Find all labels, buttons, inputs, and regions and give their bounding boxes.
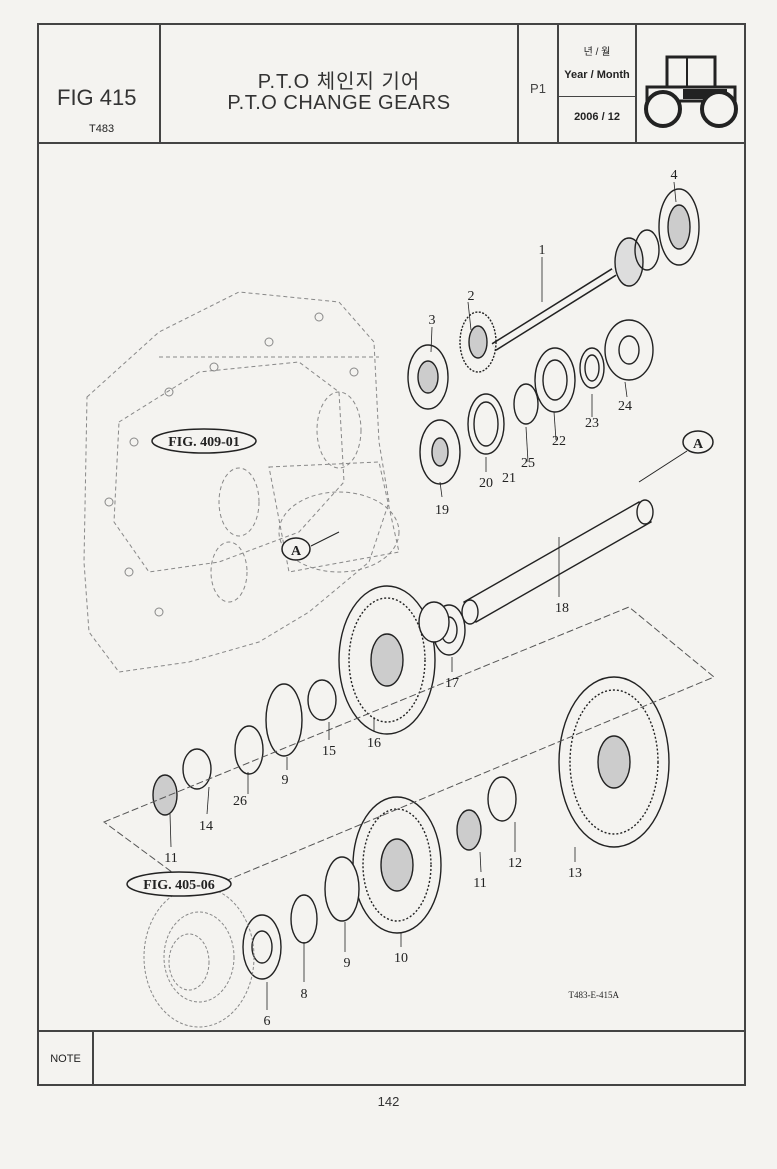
- marker-a-right: A: [638, 430, 714, 483]
- main-shaft: [432, 499, 654, 656]
- divider: [559, 96, 635, 97]
- callout-8: 8: [301, 987, 308, 1002]
- transmission-housing: [83, 291, 400, 673]
- ref-fig-409: FIG. 409-01: [151, 428, 257, 454]
- housing-bolts: [104, 312, 359, 617]
- model-code: T483: [89, 123, 115, 135]
- clutch-pack: [143, 886, 255, 1028]
- page-number: 142: [377, 1094, 400, 1109]
- revision-date: 2006 / 12: [574, 111, 620, 123]
- note-label: NOTE: [39, 1032, 94, 1086]
- svg-text:A: A: [693, 437, 704, 452]
- fig-number: FIG 415: [57, 85, 137, 110]
- fig-cell: FIG 415 T483: [39, 25, 161, 142]
- parts-sheet: FIG 415 T483 P.T.O 체인지 기어 P.T.O CHANGE G…: [37, 23, 746, 1086]
- svg-text:A: A: [291, 544, 302, 559]
- callout-14: 14: [199, 819, 213, 834]
- callout-11b: 11: [473, 876, 486, 891]
- title-english: P.T.O CHANGE GEARS: [227, 92, 451, 114]
- callout-10: 10: [394, 951, 408, 966]
- callout-9b: 9: [344, 956, 351, 971]
- page-code-cell: P1: [519, 25, 559, 142]
- title-cell: P.T.O 체인지 기어 P.T.O CHANGE GEARS: [161, 25, 519, 142]
- note-box: NOTE: [39, 1030, 744, 1086]
- callout-17: 17: [445, 676, 459, 691]
- callout-26: 26: [233, 794, 247, 809]
- callout-12: 12: [508, 856, 522, 871]
- logo-cell: [637, 25, 744, 142]
- callout-9a: 9: [282, 773, 289, 788]
- engagement-outline: [102, 606, 715, 893]
- lower-gear-train: [152, 585, 670, 980]
- year-month-korean: 년 / 월: [583, 47, 611, 58]
- year-month-english: Year / Month: [564, 69, 630, 81]
- callout-labels: 1 2 3 4 6 8 9 9 10 11 11 12 13 14 15 16 …: [164, 168, 677, 1029]
- title-korean: P.T.O 체인지 기어: [257, 71, 421, 93]
- drawing-number: T483-E-415A: [569, 990, 620, 1000]
- title-block: FIG 415 T483 P.T.O 체인지 기어 P.T.O CHANGE G…: [39, 25, 744, 144]
- upper-shaft-assembly: [407, 188, 700, 485]
- callout-3: 3: [429, 313, 436, 328]
- page-code: P1: [530, 81, 546, 96]
- exploded-view-diagram: FIG. 409-01 A A: [39, 142, 744, 1030]
- callout-6: 6: [264, 1014, 271, 1029]
- callout-1: 1: [539, 243, 546, 258]
- callout-24: 24: [618, 399, 632, 414]
- callout-13: 13: [568, 866, 582, 881]
- callouts: [169, 181, 677, 1010]
- callout-11a: 11: [164, 851, 177, 866]
- ref-fig-405: FIG. 405-06: [126, 871, 232, 897]
- callout-20: 20: [479, 476, 493, 491]
- callout-23: 23: [585, 416, 599, 431]
- ref-fig-405-label: FIG. 405-06: [143, 878, 215, 893]
- callout-22: 22: [552, 434, 566, 449]
- callout-21: 21: [502, 471, 516, 486]
- callout-16: 16: [367, 736, 381, 751]
- callout-4: 4: [671, 168, 678, 183]
- callout-2: 2: [468, 289, 475, 304]
- callout-15: 15: [322, 744, 336, 759]
- callout-25: 25: [521, 456, 535, 471]
- ref-fig-409-label: FIG. 409-01: [168, 435, 240, 450]
- callout-19: 19: [435, 503, 449, 518]
- marker-a-left: A: [281, 531, 340, 561]
- tractor-icon: [644, 55, 738, 128]
- callout-18: 18: [555, 601, 569, 616]
- date-cell: 년 / 월 Year / Month 2006 / 12: [559, 25, 637, 142]
